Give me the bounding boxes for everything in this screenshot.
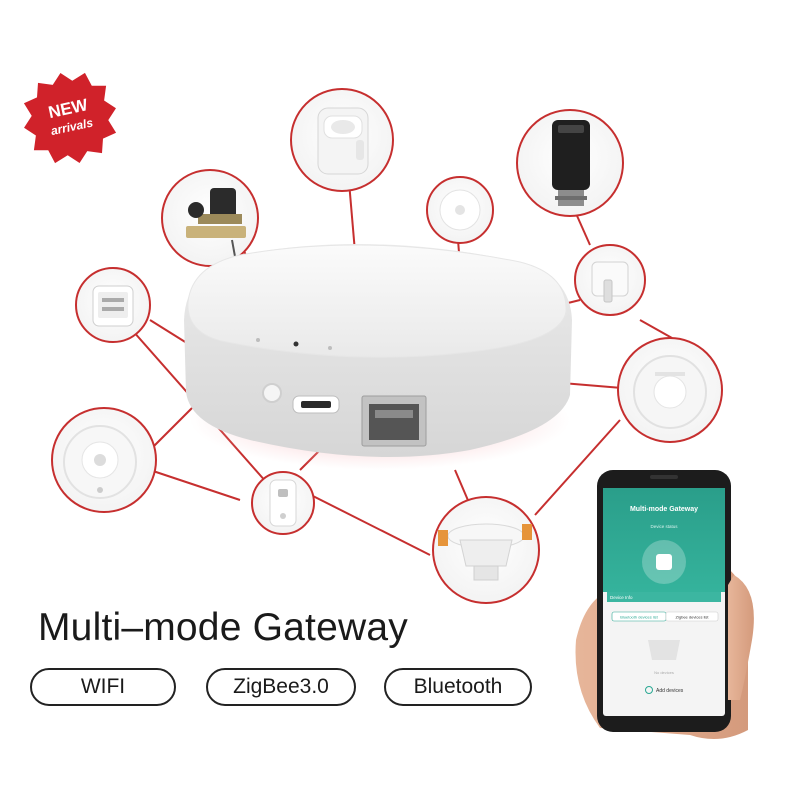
switch-bot-circle: [574, 244, 646, 316]
motion-sensor-circle: [290, 88, 394, 192]
add-devices-button[interactable]: Add devices: [656, 688, 684, 694]
add-devices-icon[interactable]: [645, 686, 653, 694]
gateway-status-icon: [656, 554, 672, 570]
smart-plug-circle: [251, 471, 315, 535]
app-title: Multi-mode Gateway: [630, 506, 698, 513]
protocol-pill-zigbee: ZigBee3.0: [206, 668, 356, 706]
empty-list-text: No devices: [654, 670, 674, 675]
phone-in-hand: Multi-mode Gateway Device status Device …: [575, 470, 754, 739]
empty-list-illustration: [648, 640, 680, 660]
tab-zigbee-label: Zigbee devices list: [676, 615, 710, 620]
button-sensor-circle: [426, 176, 494, 244]
thermometer-display-circle: [75, 267, 151, 343]
smoke-detector-circle: [51, 407, 157, 513]
gateway-hub: [184, 244, 572, 470]
app-status-small: Device status: [650, 524, 678, 529]
siren-alarm-circle: [617, 337, 723, 443]
tab-bluetooth-label: Bluetooth devices list: [620, 615, 658, 620]
radiator-valve-circle: [516, 109, 624, 217]
page-title: Multi–mode Gateway: [38, 606, 408, 649]
tab-zigbee-list[interactable]: [665, 611, 719, 622]
protocol-pill-bluetooth: Bluetooth: [384, 668, 532, 706]
downlight-circle: [432, 496, 540, 604]
device-info-label: Device Info: [610, 595, 633, 600]
protocol-pill-wifi: WIFI: [30, 668, 176, 706]
new-arrivals-badge: NEW arrivals: [23, 72, 117, 164]
reset-button-icon: [262, 383, 282, 403]
connection-lines: [124, 169, 673, 556]
water-valve-circle: [161, 169, 259, 267]
device-info-row[interactable]: [607, 592, 721, 602]
